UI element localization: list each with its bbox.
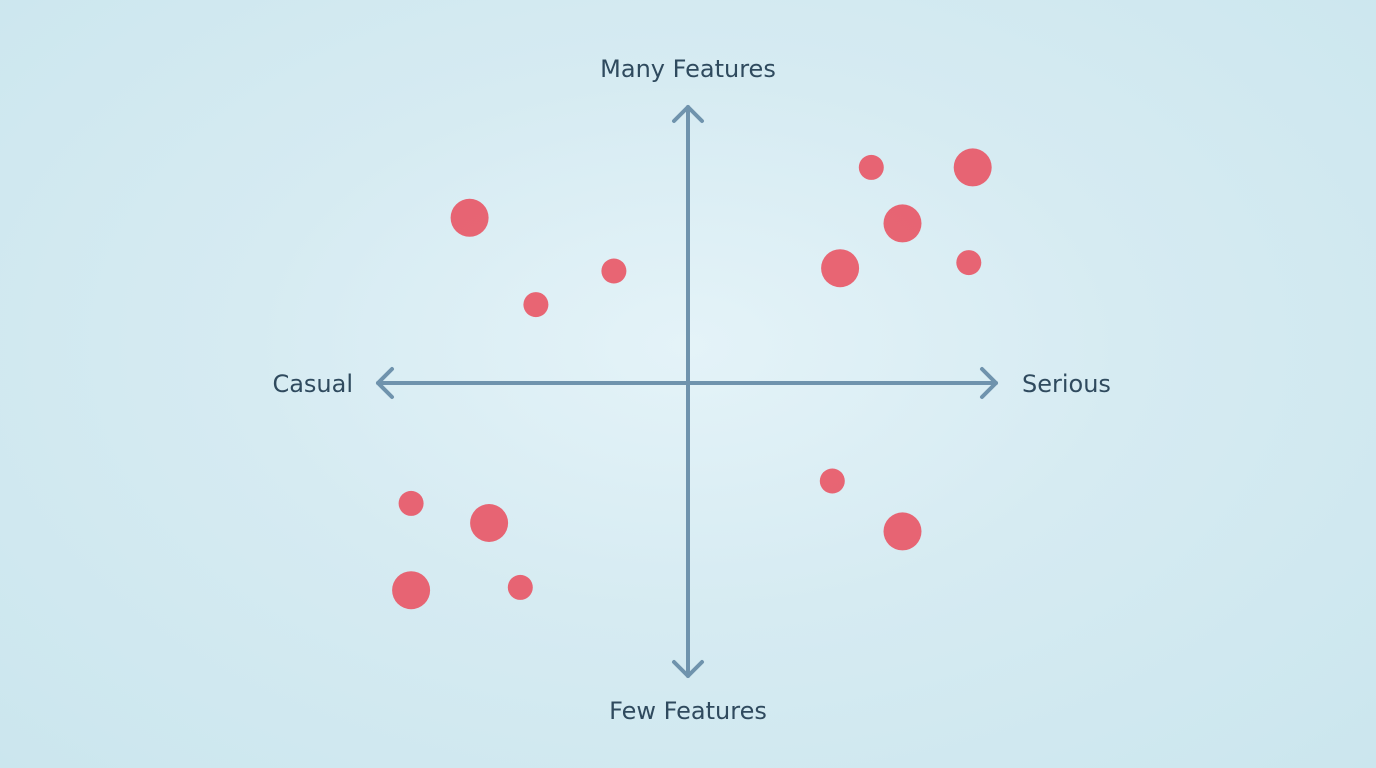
data-point-11: [398, 490, 424, 516]
down-arrow-icon: [672, 660, 704, 678]
data-point-13: [392, 571, 431, 610]
left-arrow-icon: [376, 367, 394, 399]
up-arrow-icon: [672, 105, 704, 123]
data-point-7: [821, 249, 860, 288]
data-points: [392, 148, 992, 610]
data-point-1: [450, 198, 489, 237]
data-point-3: [523, 292, 549, 318]
axes: [376, 105, 998, 678]
top-axis-label: Many Features: [600, 55, 776, 83]
data-point-9: [819, 468, 845, 494]
data-point-10: [883, 512, 922, 551]
data-point-6: [883, 204, 922, 243]
data-point-12: [470, 504, 509, 542]
right-axis-label: Serious: [1022, 370, 1111, 398]
data-point-14: [507, 574, 533, 600]
data-point-8: [956, 250, 982, 276]
left-axis-label: Casual: [272, 370, 353, 398]
data-point-2: [601, 258, 627, 284]
data-point-4: [858, 154, 884, 180]
bottom-axis-label: Few Features: [609, 697, 767, 725]
right-arrow-icon: [980, 367, 998, 399]
data-point-5: [953, 148, 992, 187]
